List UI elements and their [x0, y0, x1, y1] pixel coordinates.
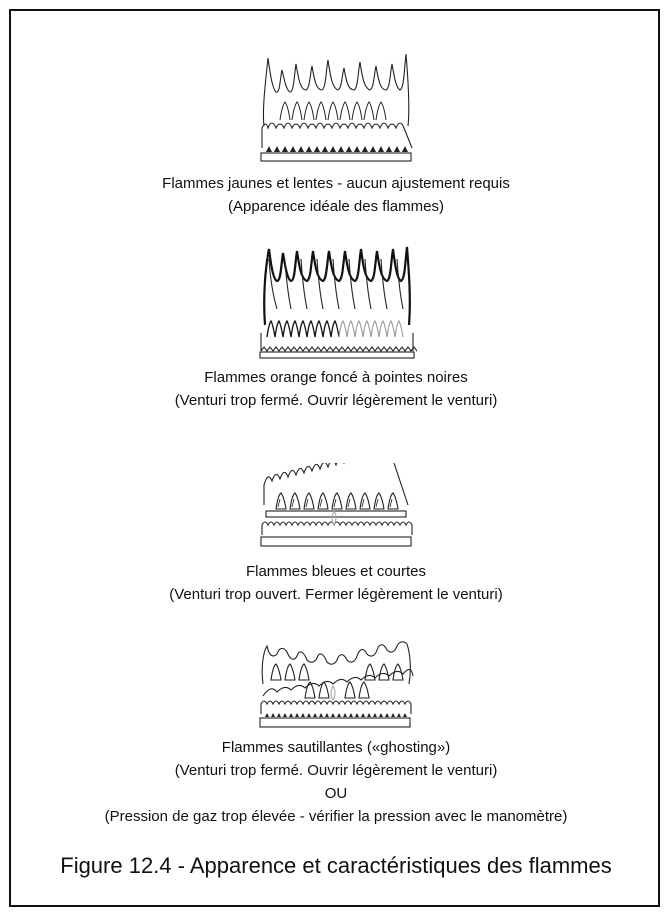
panel-1-caption: Flammes jaunes et lentes - aucun ajustem…	[162, 175, 510, 192]
panel-2-caption: Flammes orange foncé à pointes noires	[204, 369, 468, 386]
ghosting-flames-icon	[259, 641, 414, 728]
panel-4-caption: Flammes sautillantes («ghosting»)	[221, 739, 451, 756]
slow-yellow-flames-icon	[260, 53, 413, 162]
panel-4-or: OU	[324, 785, 348, 802]
panel-4-detail-2: (Pression de gaz trop élevée - vérifier …	[104, 808, 568, 825]
panel-4-detail: (Venturi trop fermé. Ouvrir légèrement l…	[174, 762, 498, 779]
figure-frame	[9, 9, 660, 907]
short-blue-flames-icon	[260, 463, 413, 547]
panel-2-detail: (Venturi trop fermé. Ouvrir légèrement l…	[174, 392, 498, 409]
panel-3-detail: (Venturi trop ouvert. Fermer légèrement …	[169, 586, 503, 603]
panel-3-caption: Flammes bleues et courtes	[245, 563, 427, 580]
panel-1-detail: (Apparence idéale des flammes)	[228, 198, 444, 215]
figure-caption: Figure 12.4 - Apparence et caractéristiq…	[60, 853, 612, 878]
dark-orange-black-tip-flames-icon	[259, 246, 417, 359]
